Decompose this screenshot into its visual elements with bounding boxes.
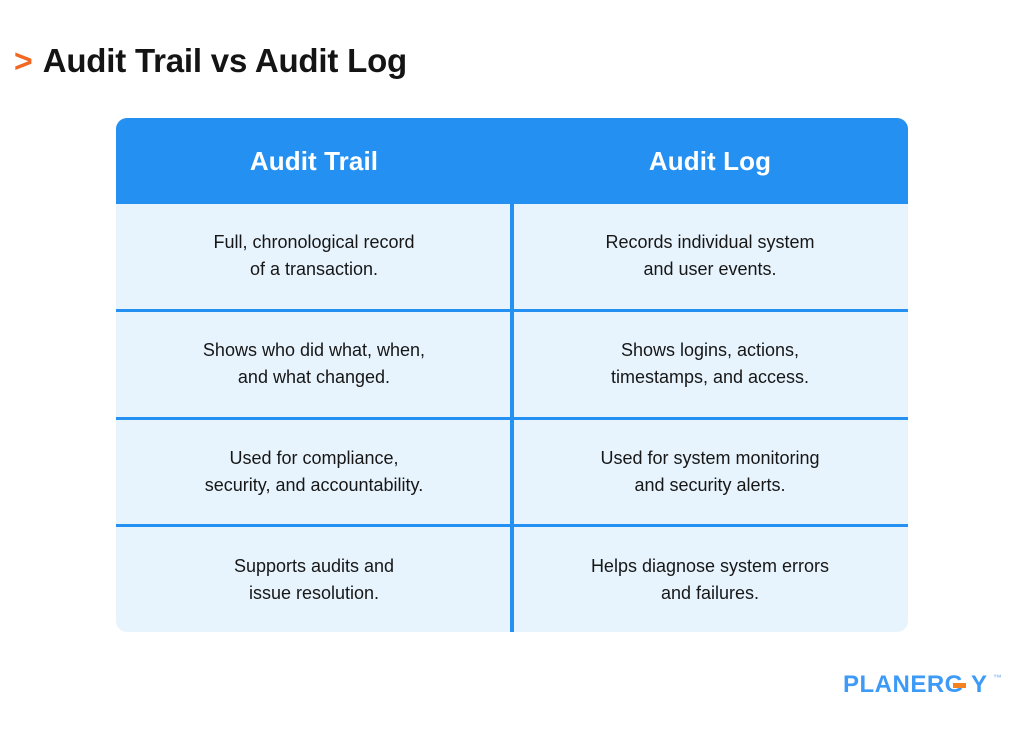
table-row: Used for compliance, security, and accou… (116, 416, 908, 525)
cell-line: timestamps, and access. (610, 367, 810, 388)
svg-text:PLANERG: PLANERG (843, 672, 964, 698)
cell-audit-log: Shows logins, actions, timestamps, and a… (512, 312, 908, 417)
cell-line: Shows who did what, when, (202, 340, 426, 361)
cell-line: Full, chronological record (213, 232, 415, 253)
table-header-row: Audit Trail Audit Log (116, 118, 908, 204)
cell-line: and security alerts. (634, 474, 786, 495)
cell-audit-trail: Shows who did what, when, and what chang… (116, 312, 512, 417)
cell-line: and failures. (660, 582, 760, 603)
cell-audit-trail: Used for compliance, security, and accou… (116, 420, 512, 525)
cell-line: issue resolution. (248, 582, 380, 603)
cell-audit-trail: Supports audits and issue resolution. (116, 527, 512, 632)
svg-text:Y: Y (971, 672, 988, 698)
planergy-logo: PLANERG Y ™ (843, 672, 1002, 702)
cell-line: of a transaction. (249, 259, 379, 280)
cell-line: Used for system monitoring (600, 447, 820, 468)
trademark-symbol: ™ (993, 673, 1002, 683)
planergy-wordmark-icon: PLANERG Y (843, 672, 988, 698)
cell-line: Shows logins, actions, (620, 340, 800, 361)
chevron-right-icon: > (14, 43, 33, 79)
comparison-table: Audit Trail Audit Log Full, chronologica… (116, 118, 908, 632)
cell-line: Used for compliance, (229, 447, 399, 468)
cell-line: Records individual system (605, 232, 815, 253)
cell-audit-log: Records individual system and user event… (512, 204, 908, 309)
table-row: Shows who did what, when, and what chang… (116, 308, 908, 417)
cell-line: Supports audits and (233, 555, 395, 576)
page-title: > Audit Trail vs Audit Log (14, 44, 407, 77)
cell-line: security, and accountability. (204, 474, 424, 495)
table-row: Full, chronological record of a transact… (116, 204, 908, 309)
cell-audit-trail: Full, chronological record of a transact… (116, 204, 512, 309)
column-header-audit-log: Audit Log (648, 145, 772, 176)
page-title-text: Audit Trail vs Audit Log (42, 42, 408, 79)
column-header-audit-trail: Audit Trail (249, 145, 379, 176)
cell-line: and user events. (643, 259, 777, 280)
cell-audit-log: Used for system monitoring and security … (512, 420, 908, 525)
table-body: Full, chronological record of a transact… (116, 204, 908, 632)
cell-line: Helps diagnose system errors (590, 555, 830, 576)
table-row: Supports audits and issue resolution. He… (116, 524, 908, 632)
cell-line: and what changed. (237, 367, 391, 388)
cell-audit-log: Helps diagnose system errors and failure… (512, 527, 908, 632)
